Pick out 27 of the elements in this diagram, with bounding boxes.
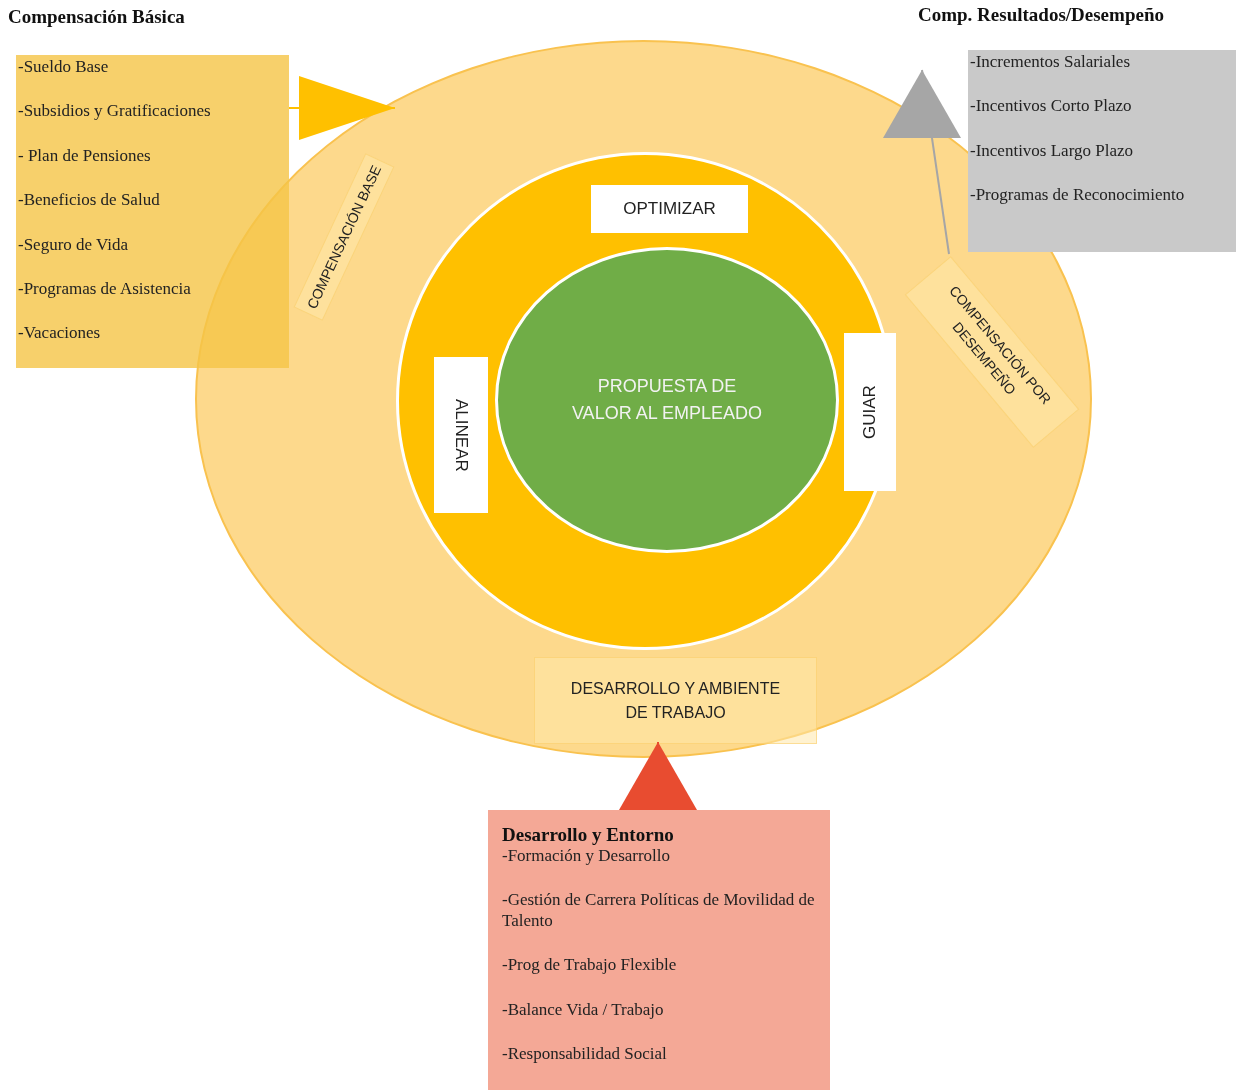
triangle-arrow (288, 76, 396, 140)
list-item: -Beneficios de Salud (18, 190, 161, 211)
center-circle: PROPUESTA DE VALOR AL EMPLEADO (495, 247, 839, 553)
list-item: -Incentivos Corto Plazo (970, 96, 1133, 117)
list-item: - Plan de Pensiones (18, 145, 152, 167)
list-item: -Incentivos Largo Plazo (970, 140, 1135, 162)
list-item: -Programas de Reconocimiento (970, 185, 1186, 206)
word-tag: OPTIMIZAR (591, 185, 748, 233)
label-band: DESARROLLO Y AMBIENTE DE TRABAJO (534, 657, 817, 744)
word-tag: ALINEAR (434, 357, 488, 513)
word-tag: GUIAR (844, 333, 896, 491)
list-item: -Sueldo Base (18, 57, 110, 78)
box-heading: Compensación Básica (8, 6, 185, 28)
triangle-arrow (619, 741, 697, 811)
list-item: -Responsabilidad Social (502, 1043, 668, 1065)
triangle-arrow (883, 69, 961, 255)
list-item: -Balance Vida / Trabajo (502, 999, 665, 1020)
list-item: -Subsidios y Gratificaciones (18, 101, 212, 122)
box-heading: Comp. Resultados/Desempeño (918, 4, 1164, 26)
list-item: -Prog de Trabajo Flexible (502, 955, 678, 976)
list-item: -Formación y Desarrollo (502, 846, 672, 867)
list-item: -Incrementos Salariales (970, 52, 1131, 73)
list-item: -Programas de Asistencia (18, 278, 192, 300)
list-item: -Vacaciones (18, 323, 102, 344)
list-item: -Seguro de Vida (18, 234, 130, 255)
list-item: -Gestión de Carrera Políticas de Movilidad de Talento (502, 890, 816, 932)
box-heading: Desarrollo y Entorno (502, 824, 675, 846)
